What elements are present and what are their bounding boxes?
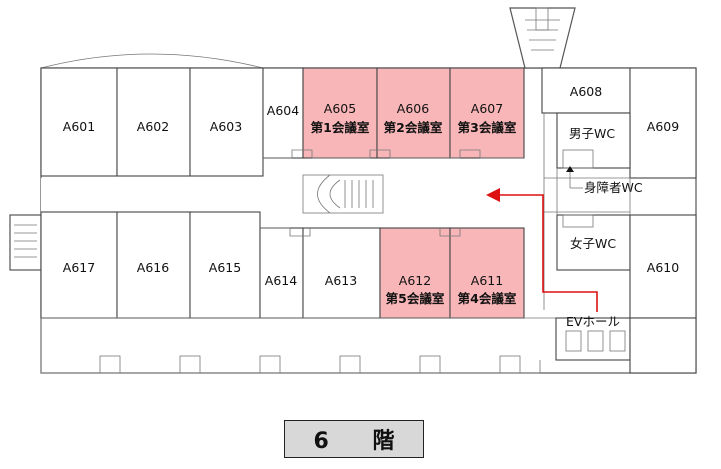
room-a617[interactable] [40,211,118,319]
room-a612-name: 第5会議室 [386,291,445,306]
corridor [41,178,544,212]
room-a603-number: A603 [210,119,242,134]
south-corridor-wall [260,227,461,237]
red-route-arrow-icon [486,188,598,312]
room-a614-number: A614 [265,273,297,288]
room-a608[interactable] [541,67,631,114]
west-stairs [9,214,42,271]
floor-indicator: 6 階 [284,420,424,458]
room-a602[interactable] [116,67,191,177]
room-a605-number: A605 [324,101,356,116]
room-a615[interactable] [189,211,261,319]
curved-roof-line [40,53,264,69]
room-a604-number: A604 [267,103,299,118]
room-a609[interactable] [629,67,697,179]
womens-wc-label: 女子WC [570,236,616,251]
room-a602-number: A602 [137,119,169,134]
floor-label: 6 階 [313,429,413,454]
mens-restroom[interactable] [556,112,631,169]
elevator-hall[interactable] [555,317,631,361]
room-a617-number: A617 [63,260,95,275]
room-a615-number: A615 [209,260,241,275]
accessible-wc-label: 身障者WC [584,180,643,195]
room-a606[interactable] [376,67,451,159]
room-a610[interactable] [629,214,697,319]
central-stairs [302,174,384,214]
room-a603[interactable] [189,67,264,177]
north-corridor-wall [263,149,524,159]
east-core-walls [543,113,631,310]
room-a612-number: A612 [399,273,431,288]
room-a609-number: A609 [647,119,679,134]
room-a606-number: A606 [397,101,429,116]
room-a607[interactable] [449,67,525,159]
room-a601-number: A601 [63,119,95,134]
room-a610-number: A610 [647,260,679,275]
room-a616[interactable] [116,211,191,319]
room-a616-number: A616 [137,260,169,275]
wc-marker-icon [566,166,574,172]
room-a601[interactable] [40,67,118,177]
ev-hall-label: EVホール [566,314,620,329]
room-a608-number: A608 [570,84,602,99]
room-a607-name: 第3会議室 [458,120,517,135]
south-balcony [40,317,556,374]
womens-restroom[interactable] [556,214,631,271]
room-a613-number: A613 [325,273,357,288]
mens-wc-label: 男子WC [569,126,615,141]
room-a611-number: A611 [471,273,503,288]
room-a605-name: 第1会議室 [311,120,370,135]
room-a611-name: 第4会議室 [458,291,517,306]
room-a606-name: 第2会議室 [384,120,443,135]
north-stair-tower [509,7,576,69]
room-a604[interactable] [262,67,304,159]
room-a612[interactable] [379,227,451,319]
room-a605[interactable] [302,67,378,159]
east-annex [629,317,697,374]
room-a607-number: A607 [471,101,503,116]
